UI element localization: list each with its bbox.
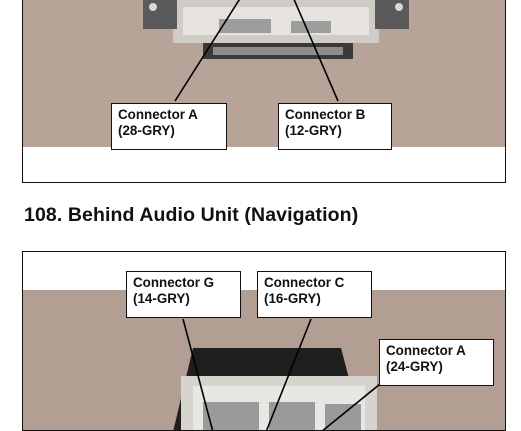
callout-spec: (12-GRY) xyxy=(285,123,342,138)
callout-spec: (16-GRY) xyxy=(264,291,321,306)
callout-name: Connector A xyxy=(386,343,466,358)
callout-name: Connector A xyxy=(118,107,198,122)
callout-name: Connector C xyxy=(264,275,345,290)
callout-connector-a-28: Connector A (28-GRY) xyxy=(111,103,227,150)
figure-107-photo xyxy=(22,0,506,183)
figure-107-illustration xyxy=(23,0,505,182)
callout-connector-a-24: Connector A (24-GRY) xyxy=(379,339,494,386)
callout-spec: (24-GRY) xyxy=(386,359,443,374)
callout-spec: (14-GRY) xyxy=(133,291,190,306)
figure-108-title: 108. Behind Audio Unit (Navigation) xyxy=(24,204,359,226)
callout-connector-c-16: Connector C (16-GRY) xyxy=(257,271,372,318)
callout-connector-b-12: Connector B (12-GRY) xyxy=(278,103,392,150)
callout-name: Connector G xyxy=(133,275,215,290)
callout-connector-g-14: Connector G (14-GRY) xyxy=(126,271,241,318)
callout-spec: (28-GRY) xyxy=(118,123,175,138)
callout-name: Connector B xyxy=(285,107,366,122)
